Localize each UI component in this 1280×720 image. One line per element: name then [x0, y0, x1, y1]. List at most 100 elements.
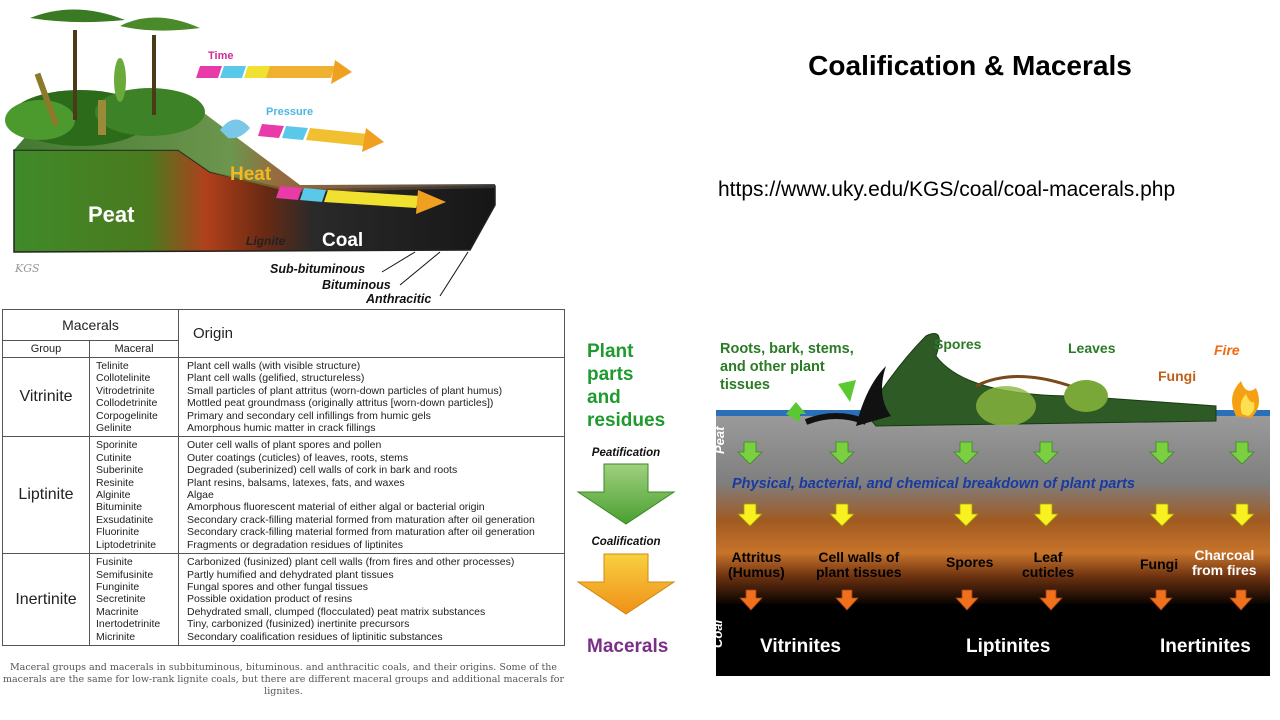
sub-bituminous-label: Sub-bituminous	[270, 262, 365, 276]
cellwalls-line: Cell walls of	[818, 549, 900, 565]
page-title: Coalification & Macerals	[808, 50, 1132, 81]
kgs-credit: KGS	[14, 262, 40, 275]
breakdown-background	[716, 326, 1270, 676]
maceral-name: Vitrodetrinite	[96, 384, 155, 397]
maceral-name: Secretinite	[96, 593, 146, 606]
coalification-arrow-icon	[576, 553, 676, 615]
origin-text: Plant cell walls (with visible structure…	[187, 360, 361, 372]
origin-list: Carbonized (fusinized) plant cell walls …	[178, 553, 565, 646]
plant-line: and	[587, 387, 621, 408]
breakdown-figure: Roots, bark, stems, and other plant tiss…	[716, 326, 1270, 676]
attritus-line: (Humus)	[728, 564, 785, 580]
fungi-top-label: Fungi	[1158, 368, 1197, 384]
origin-text: Algae	[187, 489, 214, 502]
roots-line: and other plant	[720, 359, 825, 375]
header-origin: Origin	[178, 309, 565, 358]
leaves-label: Leaves	[1068, 340, 1116, 356]
maceral-name: Alginite	[96, 489, 131, 502]
table-caption: Maceral groups and macerals in subbitumi…	[2, 662, 565, 697]
origin-text: Fragments or degradation residues of lip…	[187, 538, 403, 551]
roots-line: tissues	[720, 377, 770, 393]
coalification-label: Coalification	[591, 536, 661, 548]
origin-text: Amorphous humic matter in crack fillings	[187, 422, 376, 435]
lignite-label: Lignite	[246, 234, 286, 248]
macerals-label: Macerals	[587, 636, 669, 657]
leaf-cuticles-label: Leaf cuticles	[1022, 550, 1074, 580]
anthracitic-label: Anthracitic	[365, 292, 431, 306]
charcoal-label: Charcoal from fires	[1192, 548, 1257, 578]
header-macerals: Macerals	[2, 309, 179, 341]
origin-text: Outer cell walls of plant spores and pol…	[187, 439, 382, 452]
source-url[interactable]: https://www.uky.edu/KGS/coal/coal-macera…	[718, 178, 1176, 201]
coal-axis-label: Coal	[716, 619, 725, 648]
origin-text: Amorphous fluorescent material of either…	[187, 501, 485, 514]
origin-text: Mottled peat groundmass (originally attr…	[187, 397, 494, 410]
origin-text: Secondary coalification residues of lipt…	[187, 630, 443, 643]
origin-list: Outer cell walls of plant spores and pol…	[178, 436, 565, 555]
peatification-label: Peatification	[591, 447, 661, 459]
maceral-name: Macrinite	[96, 605, 139, 618]
origin-text: Plant resins, balsams, latexes, fats, an…	[187, 476, 405, 489]
origin-text: Partly humified and dehydrated plant tis…	[187, 568, 394, 581]
group-vitrinite: Vitrinite	[2, 356, 90, 438]
maceral-list: Telinite Collotelinite Vitrodetrinite Co…	[89, 356, 179, 438]
coalification-figure: Time Pressure Heat Peat Lignite Coal Sub…	[5, 9, 496, 306]
maceral-name: Resinite	[96, 476, 134, 489]
roots-line: Roots, bark, stems,	[720, 341, 854, 357]
origin-text: Outer coatings (cuticles) of leaves, roo…	[187, 451, 409, 464]
origin-text: Small particles of plant attritus (worn-…	[187, 384, 503, 397]
maceral-name: Bituminite	[96, 501, 143, 514]
vitrinites-label: Vitrinites	[760, 636, 841, 657]
charcoal-line: from fires	[1192, 562, 1257, 578]
origin-text: Degraded (suberinized) cell walls of cor…	[187, 464, 458, 477]
time-label: Time	[208, 50, 233, 62]
maceral-name: Semifusinite	[96, 568, 154, 581]
bituminous-label: Bituminous	[322, 278, 391, 292]
group-inertinite: Inertinite	[2, 553, 90, 646]
maceral-list: Sporinite Cutinite Suberinite Resinite A…	[89, 436, 179, 555]
macerals-table: Macerals Origin Group Maceral Vitrinite …	[2, 309, 565, 646]
plant-parts-label: Plant parts and residues	[587, 340, 665, 432]
cellwalls-label: Cell walls of plant tissues	[816, 550, 902, 580]
origin-text: Fungal spores and other fungal tissues	[187, 580, 368, 593]
plant-line: Plant	[587, 341, 634, 362]
spores-label: Spores	[946, 554, 994, 570]
group-liptinite: Liptinite	[2, 436, 90, 555]
maceral-name: Liptodetrinite	[96, 538, 157, 551]
maceral-name: Corpogelinite	[96, 409, 158, 422]
green-arrows-group	[737, 380, 1255, 611]
maceral-name: Inertodetrinite	[96, 618, 161, 631]
maceral-name: Gelinite	[96, 422, 132, 435]
maceral-name: Collodetrinite	[96, 397, 158, 410]
origin-list: Plant cell walls (with visible structure…	[178, 356, 565, 438]
header-maceral: Maceral	[89, 340, 179, 358]
heat-label: Heat	[230, 164, 272, 185]
leaf-line: cuticles	[1022, 564, 1075, 580]
header-group: Group	[2, 340, 90, 358]
liptinites-label: Liptinites	[966, 636, 1051, 657]
pressure-label: Pressure	[266, 106, 313, 118]
maceral-name: Fusinite	[96, 556, 133, 569]
fire-label: Fire	[1214, 342, 1240, 358]
maceral-name: Micrinite	[96, 630, 136, 643]
origin-text: Secondary crack-filling material formed …	[187, 513, 535, 526]
table-row: Liptinite Sporinite Cutinite Suberinite …	[2, 436, 565, 555]
maceral-list: Fusinite Semifusinite Funginite Secretin…	[89, 553, 179, 646]
table-row: Vitrinite Telinite Collotelinite Vitrode…	[2, 356, 565, 438]
attritus-line: Attritus	[731, 549, 782, 565]
breakdown-label: Physical, bacterial, and chemical breakd…	[732, 476, 1135, 492]
inertinites-label: Inertinites	[1160, 636, 1251, 657]
maceral-name: Fluorinite	[96, 526, 140, 539]
maceral-name: Suberinite	[96, 464, 144, 477]
fungi-label: Fungi	[1140, 556, 1179, 572]
maceral-name: Cutinite	[96, 451, 132, 464]
leaf-line: Leaf	[1033, 549, 1063, 565]
plant-line: parts	[587, 364, 634, 385]
maceral-name: Funginite	[96, 580, 140, 593]
peatification-arrow-icon	[576, 463, 676, 525]
origin-text: Primary and secondary cell infillings fr…	[187, 409, 431, 422]
maceral-name: Collotelinite	[96, 372, 151, 385]
origin-text: Carbonized (fusinized) plant cell walls …	[187, 556, 515, 569]
charcoal-line: Charcoal	[1194, 547, 1255, 563]
origin-text: Plant cell walls (gelified, structureles…	[187, 372, 365, 385]
